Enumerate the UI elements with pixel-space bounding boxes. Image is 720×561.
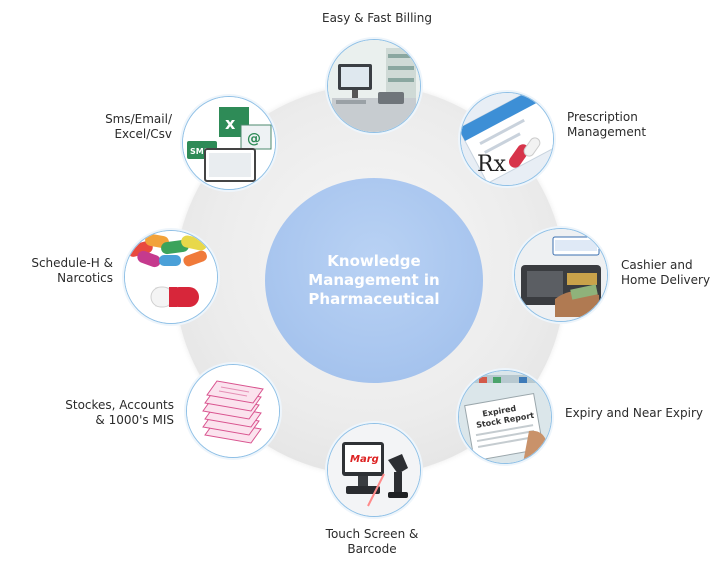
svg-text:x: x xyxy=(225,114,236,133)
sms-email-icon: x @ SMS xyxy=(182,96,276,190)
center-title: Knowledge Management in Pharmaceutical xyxy=(308,252,440,308)
paper-stack-icon xyxy=(186,364,280,458)
center-circle: Knowledge Management in Pharmaceutical xyxy=(265,178,483,383)
cashier-icon xyxy=(514,228,608,322)
svg-text:SMS: SMS xyxy=(190,147,210,156)
prescription-icon: Rx xyxy=(460,92,554,186)
node-label-schedule: Schedule-H & Narcotics xyxy=(31,256,113,285)
node-label-prescription: Prescription Management xyxy=(567,110,647,139)
expiry-report-icon: Expired Stock Report xyxy=(458,370,552,464)
svg-text:Marg: Marg xyxy=(350,454,379,465)
capsules-icon xyxy=(124,230,218,324)
node-label-stockes: Stockes, Accounts & 1000's MIS xyxy=(65,398,174,427)
node-label-cashier: Cashier and Home Delivery xyxy=(621,258,711,287)
svg-text:Rx: Rx xyxy=(477,152,507,177)
node-label-sms: Sms/Email/ Excel/Csv xyxy=(105,112,172,141)
touch-screen-icon: Marg xyxy=(327,423,421,517)
svg-text:@: @ xyxy=(247,131,261,147)
node-label-expiry: Expiry and Near Expiry xyxy=(565,406,704,420)
billing-desk-icon xyxy=(327,39,421,133)
node-label-touch: Touch Screen & Barcode xyxy=(325,527,419,556)
node-label-billing: Easy & Fast Billing xyxy=(322,11,432,25)
